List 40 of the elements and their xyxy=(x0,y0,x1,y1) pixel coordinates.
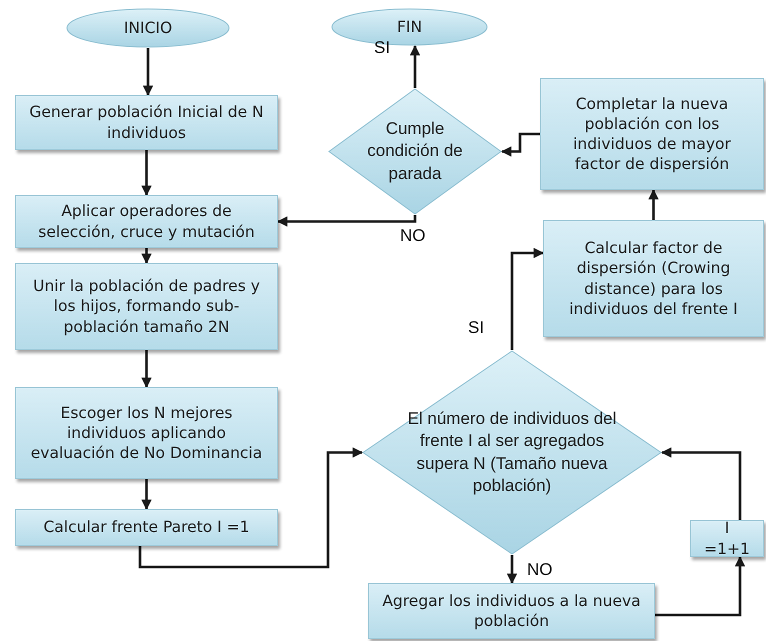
process-box xyxy=(15,195,278,248)
arrow xyxy=(141,248,152,264)
process-box xyxy=(15,95,278,150)
arrow xyxy=(500,132,540,157)
arrow xyxy=(510,248,544,350)
arrow xyxy=(141,350,152,388)
node-text: Unir la población de padres y los hijos, formando sub-población tamaño 2N xyxy=(32,276,261,337)
arrow xyxy=(142,48,154,96)
arrow xyxy=(141,479,152,510)
arrow xyxy=(506,555,518,584)
node-text: FIN xyxy=(396,16,422,38)
arrow xyxy=(655,556,746,616)
process-box xyxy=(15,263,278,350)
node-text: Calcular frente Pareto I =1 xyxy=(42,517,251,538)
node-text: Calcular factor de dispersión (Crowing distance) para los individuos del frente I xyxy=(568,238,739,319)
edge-label: SI xyxy=(374,38,390,58)
process-box xyxy=(15,509,278,546)
node-text: Aplicar operadores de selección, cruce y mutación xyxy=(37,201,256,242)
edge-label: SI xyxy=(468,318,484,338)
node-text: Escoger los N mejores individuos aplicando evaluación de No Dominancia xyxy=(30,402,264,464)
edge-label: NO xyxy=(400,226,426,246)
node-text: Generar población Inicial de N individuos xyxy=(28,102,265,143)
node-text: Agregar los individuos a la nueva población xyxy=(381,590,642,632)
process-box xyxy=(15,387,278,479)
node-text: Cumple condición de parada xyxy=(366,118,464,185)
arrow xyxy=(138,447,364,568)
edge-label: NO xyxy=(527,560,552,580)
node-text: INICIO xyxy=(124,18,172,38)
process-box xyxy=(543,220,764,337)
arrow xyxy=(410,44,420,88)
process-box xyxy=(690,520,764,557)
arrow xyxy=(648,188,659,220)
node-text: I =1+1 xyxy=(703,518,751,559)
arrow xyxy=(276,215,416,227)
node-text: El número de individuos del frente I al ser agregados supera N (Tamaño nueva población) xyxy=(406,408,618,497)
process-box xyxy=(368,583,655,639)
arrow xyxy=(660,447,742,520)
arrow xyxy=(141,150,152,196)
process-box xyxy=(540,78,764,190)
node-text: Completar la nueva población con los individuos de mayor factor de dispersión xyxy=(572,94,732,174)
